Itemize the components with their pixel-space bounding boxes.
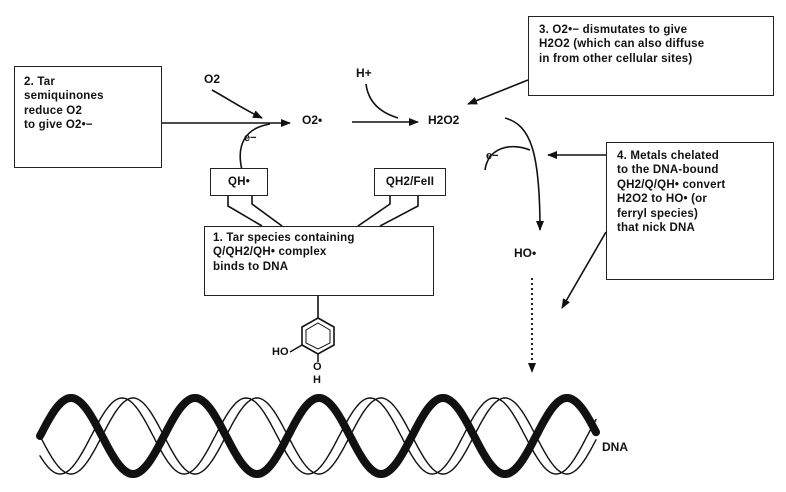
note-2-semiquinones-box: 2. Tar semiquinones reduce O2 to give O2… <box>14 66 162 168</box>
note-1-text: 1. Tar species containing Q/QH2/QH• comp… <box>213 232 355 273</box>
note-2-text: 2. Tar semiquinones reduce O2 to give O2… <box>24 76 104 132</box>
dna-strand-thin-b <box>39 397 597 475</box>
label-electron-2: e− <box>486 150 499 162</box>
label-electron-1: e− <box>244 132 257 144</box>
connector-qh2fe-left <box>357 196 391 227</box>
qh2-fe-label: QH2/FeII <box>385 175 435 188</box>
dna-strand-thin-a <box>39 397 597 475</box>
qh2-fe-box: QH2/FeII <box>374 168 446 196</box>
arrow-h-plus-curve <box>365 83 399 119</box>
arrow-note4-to-dna <box>561 231 607 309</box>
note-4-metals-box: 4. Metals chelated to the DNA-bound QH2/… <box>606 142 774 280</box>
note-3-text: 3. O2•− dismutates to give H2O2 (which c… <box>539 24 705 65</box>
label-superoxide: O2• <box>302 113 323 127</box>
label-h-plus: H+ <box>356 66 372 80</box>
arrow-h2o2-to-hydroxyl <box>504 117 544 231</box>
note-1-tar-species-box: 1. Tar species containing Q/QH2/QH• comp… <box>204 226 434 296</box>
arrow-o2-curve <box>211 89 263 119</box>
label-dna: DNA <box>602 440 628 454</box>
arrow-electron-from-qh <box>239 123 271 171</box>
label-hydroquinone-ho: HO <box>272 346 289 358</box>
note-4-text: 4. Metals chelated to the DNA-bound QH2/… <box>617 150 726 234</box>
label-hydroquinone-o: O <box>313 361 322 373</box>
label-o2: O2 <box>204 72 221 86</box>
label-h2o2: H2O2 <box>428 113 460 127</box>
dna-double-helix <box>36 394 600 478</box>
label-hydroquinone-h: H <box>313 374 321 386</box>
arrow-electron-second <box>484 145 531 171</box>
arrow-note3-to-h2o2 <box>467 79 529 105</box>
qh-radical-box: QH• <box>210 168 268 196</box>
hydroquinone-ring-inner <box>305 322 331 350</box>
note-3-dismutation-box: 3. O2•− dismutates to give H2O2 (which c… <box>528 16 774 96</box>
connector-qh-right <box>251 196 283 227</box>
connector-qh-left <box>227 196 263 227</box>
connector-qh2fe-right <box>379 196 419 227</box>
hydroquinone-ho-bond <box>289 344 303 353</box>
qh-radical-label: QH• <box>228 175 250 188</box>
label-hydroxyl-radical: HO• <box>514 246 537 260</box>
dna-strand-thick <box>36 394 600 478</box>
